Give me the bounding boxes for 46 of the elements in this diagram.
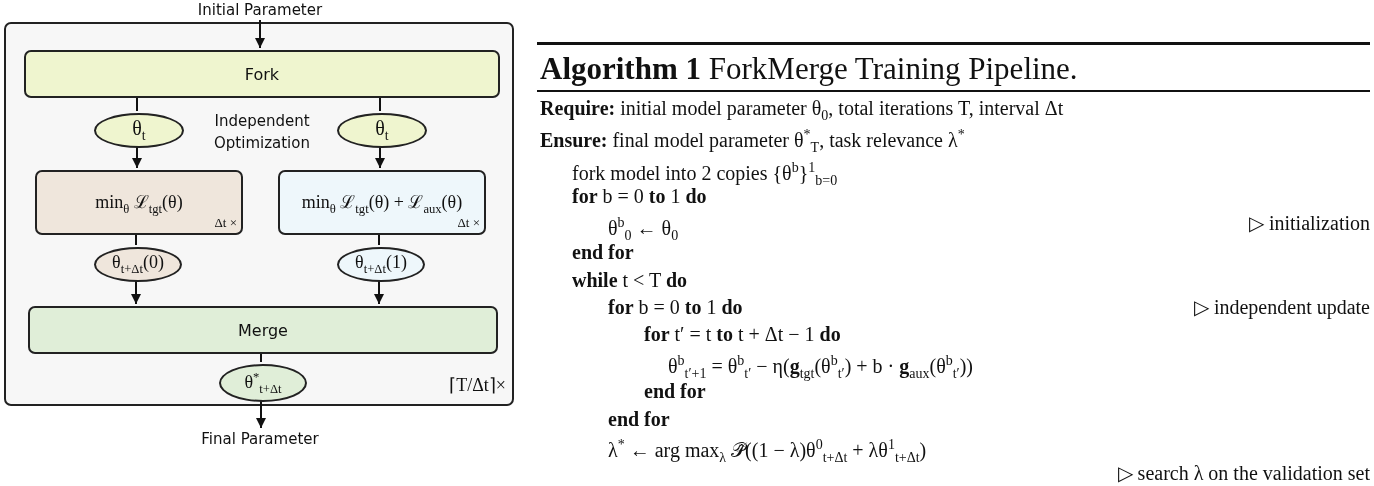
algorithm-line: end for (572, 241, 634, 263)
math-label: θ$_{t}$ (375, 117, 389, 144)
output-label: Final Parameter (160, 428, 360, 450)
arrow (374, 279, 384, 305)
algorithm-line: for t′ = t to t + Δt − 1 do (644, 323, 841, 345)
arrow (375, 145, 385, 169)
repeat-count: Δt × (214, 215, 237, 231)
loop-frame (4, 22, 514, 406)
formula-text: min$_{θ}$ ℒ$_{tgt}$(θ) + ℒ$_{aux}$(θ) (301, 190, 463, 217)
connector-line (260, 351, 262, 363)
connector-line (135, 232, 137, 246)
group-label: Independent Optimization (213, 111, 311, 154)
algorithm-line: end for (644, 380, 706, 402)
input-label: Initial Parameter (160, 0, 360, 20)
math-label: θ$_{t+Δt}$(0) (112, 252, 164, 277)
merge-box (28, 306, 498, 354)
math-label: θ$_{t}$ (132, 117, 146, 144)
algorithm-comment: ▷ independent update (1193, 296, 1370, 318)
repeat-count: Δt × (457, 215, 480, 231)
arrow (132, 145, 142, 169)
formula-text: min$_{θ}$ ℒ$_{tgt}$(θ) (95, 190, 183, 217)
algorithm-line: end for (608, 408, 670, 430)
box-label: Merge (238, 320, 288, 340)
algorithm-line: θ$^{b}$$_{0}$ ← θ$_{0}$ (608, 214, 679, 244)
fork-box (24, 50, 500, 98)
arrow (131, 279, 141, 305)
algorithm-comment: ▷ initialization (1248, 212, 1370, 234)
algorithm-line: Ensure: final model parameter θ$^{*}$$_{T}$, task relevance λ$^{*}$ (540, 126, 965, 157)
optimization-box (278, 170, 486, 235)
repeat-count: ⌈T/Δt⌉× (449, 374, 506, 396)
arrow (255, 19, 265, 49)
box-label: Fork (244, 64, 280, 84)
connector-line (378, 232, 380, 246)
connector-line (136, 95, 138, 112)
optimization-box (35, 170, 243, 235)
algorithm-line: Require: initial model parameter θ$_{0}$, total iterations T, interval Δt (540, 97, 1064, 125)
algorithm-line: for b = 0 to 1 do (572, 185, 707, 207)
algorithm-line: λ$^{*}$ ← arg max$_{λ}$ 𝒫̂((1 − λ)θ$^{0}$$_{t+Δt}$ + λθ$^{1}$$_{t+Δt}$) (608, 436, 927, 467)
connector-line (379, 95, 381, 112)
arrow (256, 399, 266, 429)
algorithm-line: while t < T do (572, 269, 688, 291)
algorithm-line: for b = 0 to 1 do (608, 296, 743, 318)
algorithm-title: Algorithm 1 ForkMerge Training Pipeline. (540, 52, 1078, 86)
algorithm-line: θ$^{b}$$_{t′+1}$ = θ$^{b}$$_{t′}$ − η(g$_{tgt}$(θ$^{b}$$_{t′}$) + b · g$_{aux}$(θ$^{b}$$_{t′}$)) (668, 352, 973, 383)
algorithm-comment: ▷ search λ on the validation set (1117, 462, 1370, 484)
math-label: θ$_{t+Δt}$(1) (355, 252, 407, 277)
